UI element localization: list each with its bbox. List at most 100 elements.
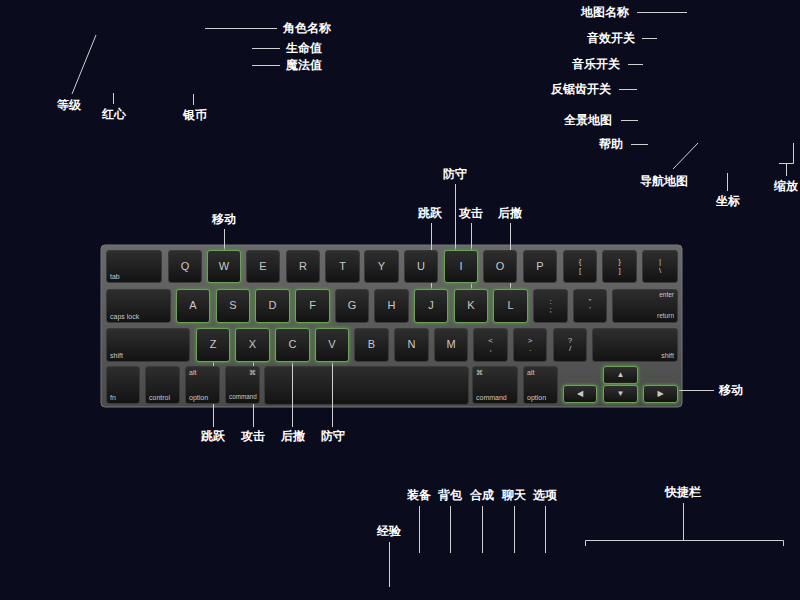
key-legend: control <box>149 394 170 401</box>
leader-line <box>545 506 546 553</box>
key-legend: return <box>657 313 674 320</box>
key-legend: I <box>459 261 462 273</box>
keyboard-key: :; <box>533 289 568 323</box>
callout-label: 魔法值 <box>286 58 322 72</box>
key-legend: > <box>528 337 533 345</box>
key-legend: Y <box>378 261 385 273</box>
callout-label: 音效开关 <box>587 31 635 45</box>
key-legend: Q <box>181 261 190 273</box>
key-legend: ⌘ <box>249 369 256 376</box>
key-legend: { <box>579 258 582 266</box>
key-legend: ▲ <box>617 371 625 379</box>
keyboard-key: U <box>404 250 438 283</box>
callout-label: 聊天 <box>502 488 526 502</box>
callout-label: 全景地图 <box>564 113 612 127</box>
callout-label: 等级 <box>57 98 81 112</box>
leader-line <box>628 64 643 65</box>
key-legend: ' <box>589 306 591 314</box>
callout-label: 跳跃 <box>201 429 225 443</box>
keyboard-key: ?/ <box>553 328 587 362</box>
leader-line <box>455 184 456 250</box>
leader-line <box>193 94 194 105</box>
leader-line <box>631 144 648 145</box>
key-legend: \ <box>659 267 661 275</box>
keyboard-key: G <box>335 289 369 323</box>
callout-label: 装备 <box>407 488 431 502</box>
keyboard-key: N <box>394 328 429 362</box>
leader-line <box>224 229 225 250</box>
space-bar <box>265 367 469 405</box>
bracket <box>586 503 784 546</box>
key-legend: J <box>428 300 434 312</box>
keyboard-key: ◀ <box>563 385 597 403</box>
key-legend: O <box>496 261 505 273</box>
keyboard-key: <, <box>473 328 508 362</box>
keyboard-key: ▼ <box>603 385 638 403</box>
key-legend: T <box>339 261 346 273</box>
keyboard-key: D <box>255 289 290 323</box>
key-legend: . <box>529 345 531 353</box>
callout-label: 快捷栏 <box>665 485 701 499</box>
key-legend: K <box>467 300 474 312</box>
keyboard-key: B <box>354 328 389 362</box>
leader-lines <box>72 13 794 588</box>
key-legend: alt <box>189 369 196 376</box>
leader-line <box>727 173 728 191</box>
key-legend: tab <box>110 273 120 280</box>
keyboard-key: J <box>414 289 448 323</box>
key-legend: } <box>618 258 621 266</box>
callout-label: 攻击 <box>241 429 265 443</box>
keyboard-key: shift <box>106 328 190 362</box>
callout-label: 后撤 <box>498 206 522 220</box>
keyboard-key: L <box>493 289 528 323</box>
callout-label: 红心 <box>102 107 126 121</box>
leader-line <box>72 35 96 94</box>
keyboard-key: V <box>315 328 349 362</box>
key-legend: ? <box>568 337 572 345</box>
callout-label: 跳跃 <box>418 206 442 220</box>
leader-line <box>673 143 698 169</box>
keyboard-key: {[ <box>563 250 597 283</box>
key-legend: N <box>408 339 416 351</box>
callout-label: 合成 <box>470 488 494 502</box>
key-legend: ⌘ <box>476 369 483 376</box>
callout-label: 角色名称 <box>283 21 331 35</box>
keyboard-key: C <box>275 328 310 362</box>
key-legend: L <box>507 300 513 312</box>
callout-label: 缩放 <box>774 179 798 193</box>
key-legend: < <box>488 337 493 345</box>
key-legend: E <box>259 261 266 273</box>
callout-label: 移动 <box>212 212 236 226</box>
callout-label: 帮助 <box>599 137 623 151</box>
key-legend: ◀ <box>577 390 583 398</box>
callout-label: 生命值 <box>286 41 322 55</box>
leader-line <box>619 89 637 90</box>
keyboard-key: "' <box>573 289 607 323</box>
leader-line <box>419 506 420 553</box>
key-legend: P <box>536 261 543 273</box>
keyboard-key: caps lock <box>106 289 171 323</box>
key-legend: : <box>549 298 551 306</box>
key-legend: shift <box>661 352 674 359</box>
keyboard-key: ⌘command <box>472 366 518 404</box>
leader-line <box>389 542 390 587</box>
callout-label: 选项 <box>533 488 557 502</box>
callout-label: 银币 <box>183 108 207 122</box>
key-legend: [ <box>579 267 581 275</box>
keyboard-key: H <box>374 289 409 323</box>
callout-label: 坐标 <box>716 194 740 208</box>
keyboard-key: |\ <box>642 250 678 283</box>
keyboard-key: }] <box>602 250 637 283</box>
keyboard-key: tab <box>106 250 162 283</box>
key-legend: G <box>348 300 357 312</box>
callout-label: 反锯齿开关 <box>551 82 611 96</box>
key-legend: S <box>229 300 236 312</box>
callout-label: 防守 <box>321 429 345 443</box>
key-legend: H <box>388 300 396 312</box>
key-legend: ▼ <box>617 390 625 398</box>
leader-line <box>642 38 657 39</box>
key-legend: R <box>299 261 307 273</box>
leader-line <box>332 362 333 427</box>
leader-line <box>252 48 280 49</box>
